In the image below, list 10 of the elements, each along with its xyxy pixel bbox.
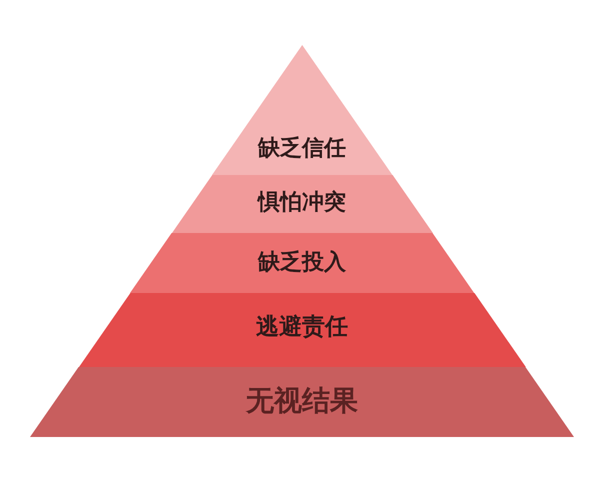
level-label: 惧怕冲突 (256, 189, 347, 217)
pyramid-level (212, 45, 392, 175)
pyramid-level (130, 233, 474, 293)
level-label: 缺乏投入 (256, 249, 347, 277)
pyramid-level (172, 175, 432, 233)
level-label: 逃避责任 (254, 313, 349, 342)
pyramid-level (78, 293, 526, 367)
level-label: 缺乏信任 (256, 135, 347, 163)
level-label: 无视结果 (244, 383, 359, 419)
pyramid-level (30, 367, 574, 437)
